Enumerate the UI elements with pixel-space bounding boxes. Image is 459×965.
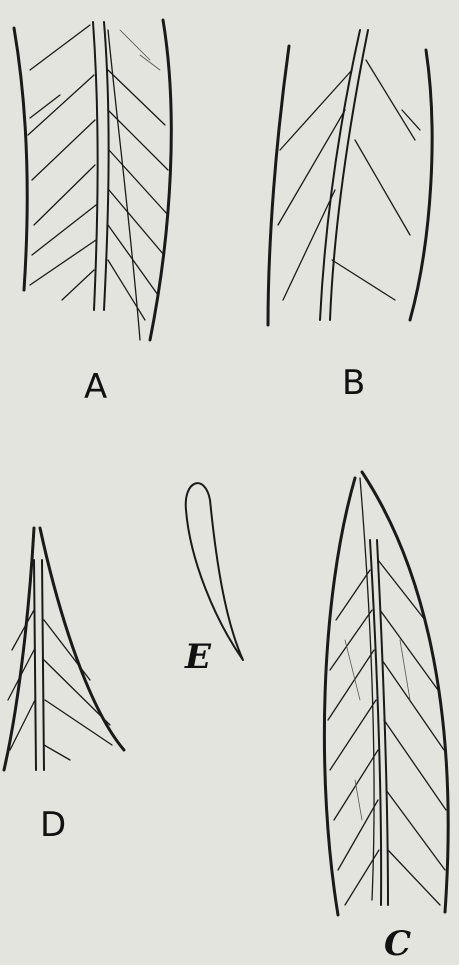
figure-a-label: A <box>84 367 107 407</box>
figure-e-drawing <box>186 483 243 660</box>
figure-d-label: D <box>40 805 66 845</box>
figure-b-label: B <box>342 363 365 403</box>
figure-a-drawing <box>14 20 171 340</box>
figure-c-drawing <box>324 472 448 915</box>
figure-b-drawing <box>268 30 432 325</box>
figure-d-drawing <box>4 528 124 770</box>
figure-e-label: E <box>184 637 212 677</box>
figure-c-label: C <box>384 924 411 964</box>
